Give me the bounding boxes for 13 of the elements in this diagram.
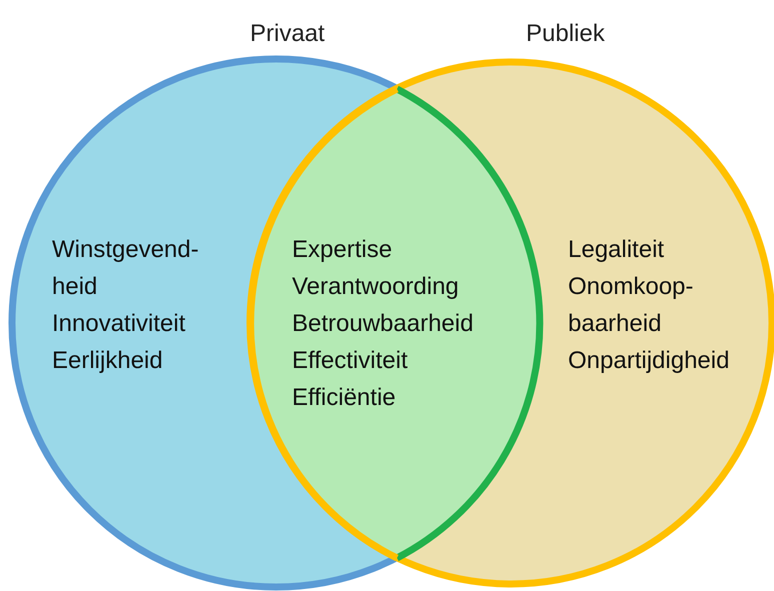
circle-title: Privaat [250, 20, 325, 48]
value-label: Verantwoording [292, 272, 460, 302]
value-label: Eerlijkheid [52, 346, 164, 376]
value-label: Efficiëntie [292, 383, 397, 413]
value-label: Expertise [292, 235, 394, 265]
value-label: Betrouwbaarheid [292, 309, 474, 339]
value-label: Winstgevend- heid [52, 235, 200, 302]
value-label: Innovativiteit [52, 309, 186, 339]
circle-title: Publiek [526, 20, 605, 48]
value-label: Onomkoop- baarheid [568, 272, 694, 339]
value-label: Legaliteit [568, 235, 666, 265]
value-label: Effectiviteit [292, 346, 409, 376]
value-label: Onpartijdigheid [568, 346, 730, 376]
